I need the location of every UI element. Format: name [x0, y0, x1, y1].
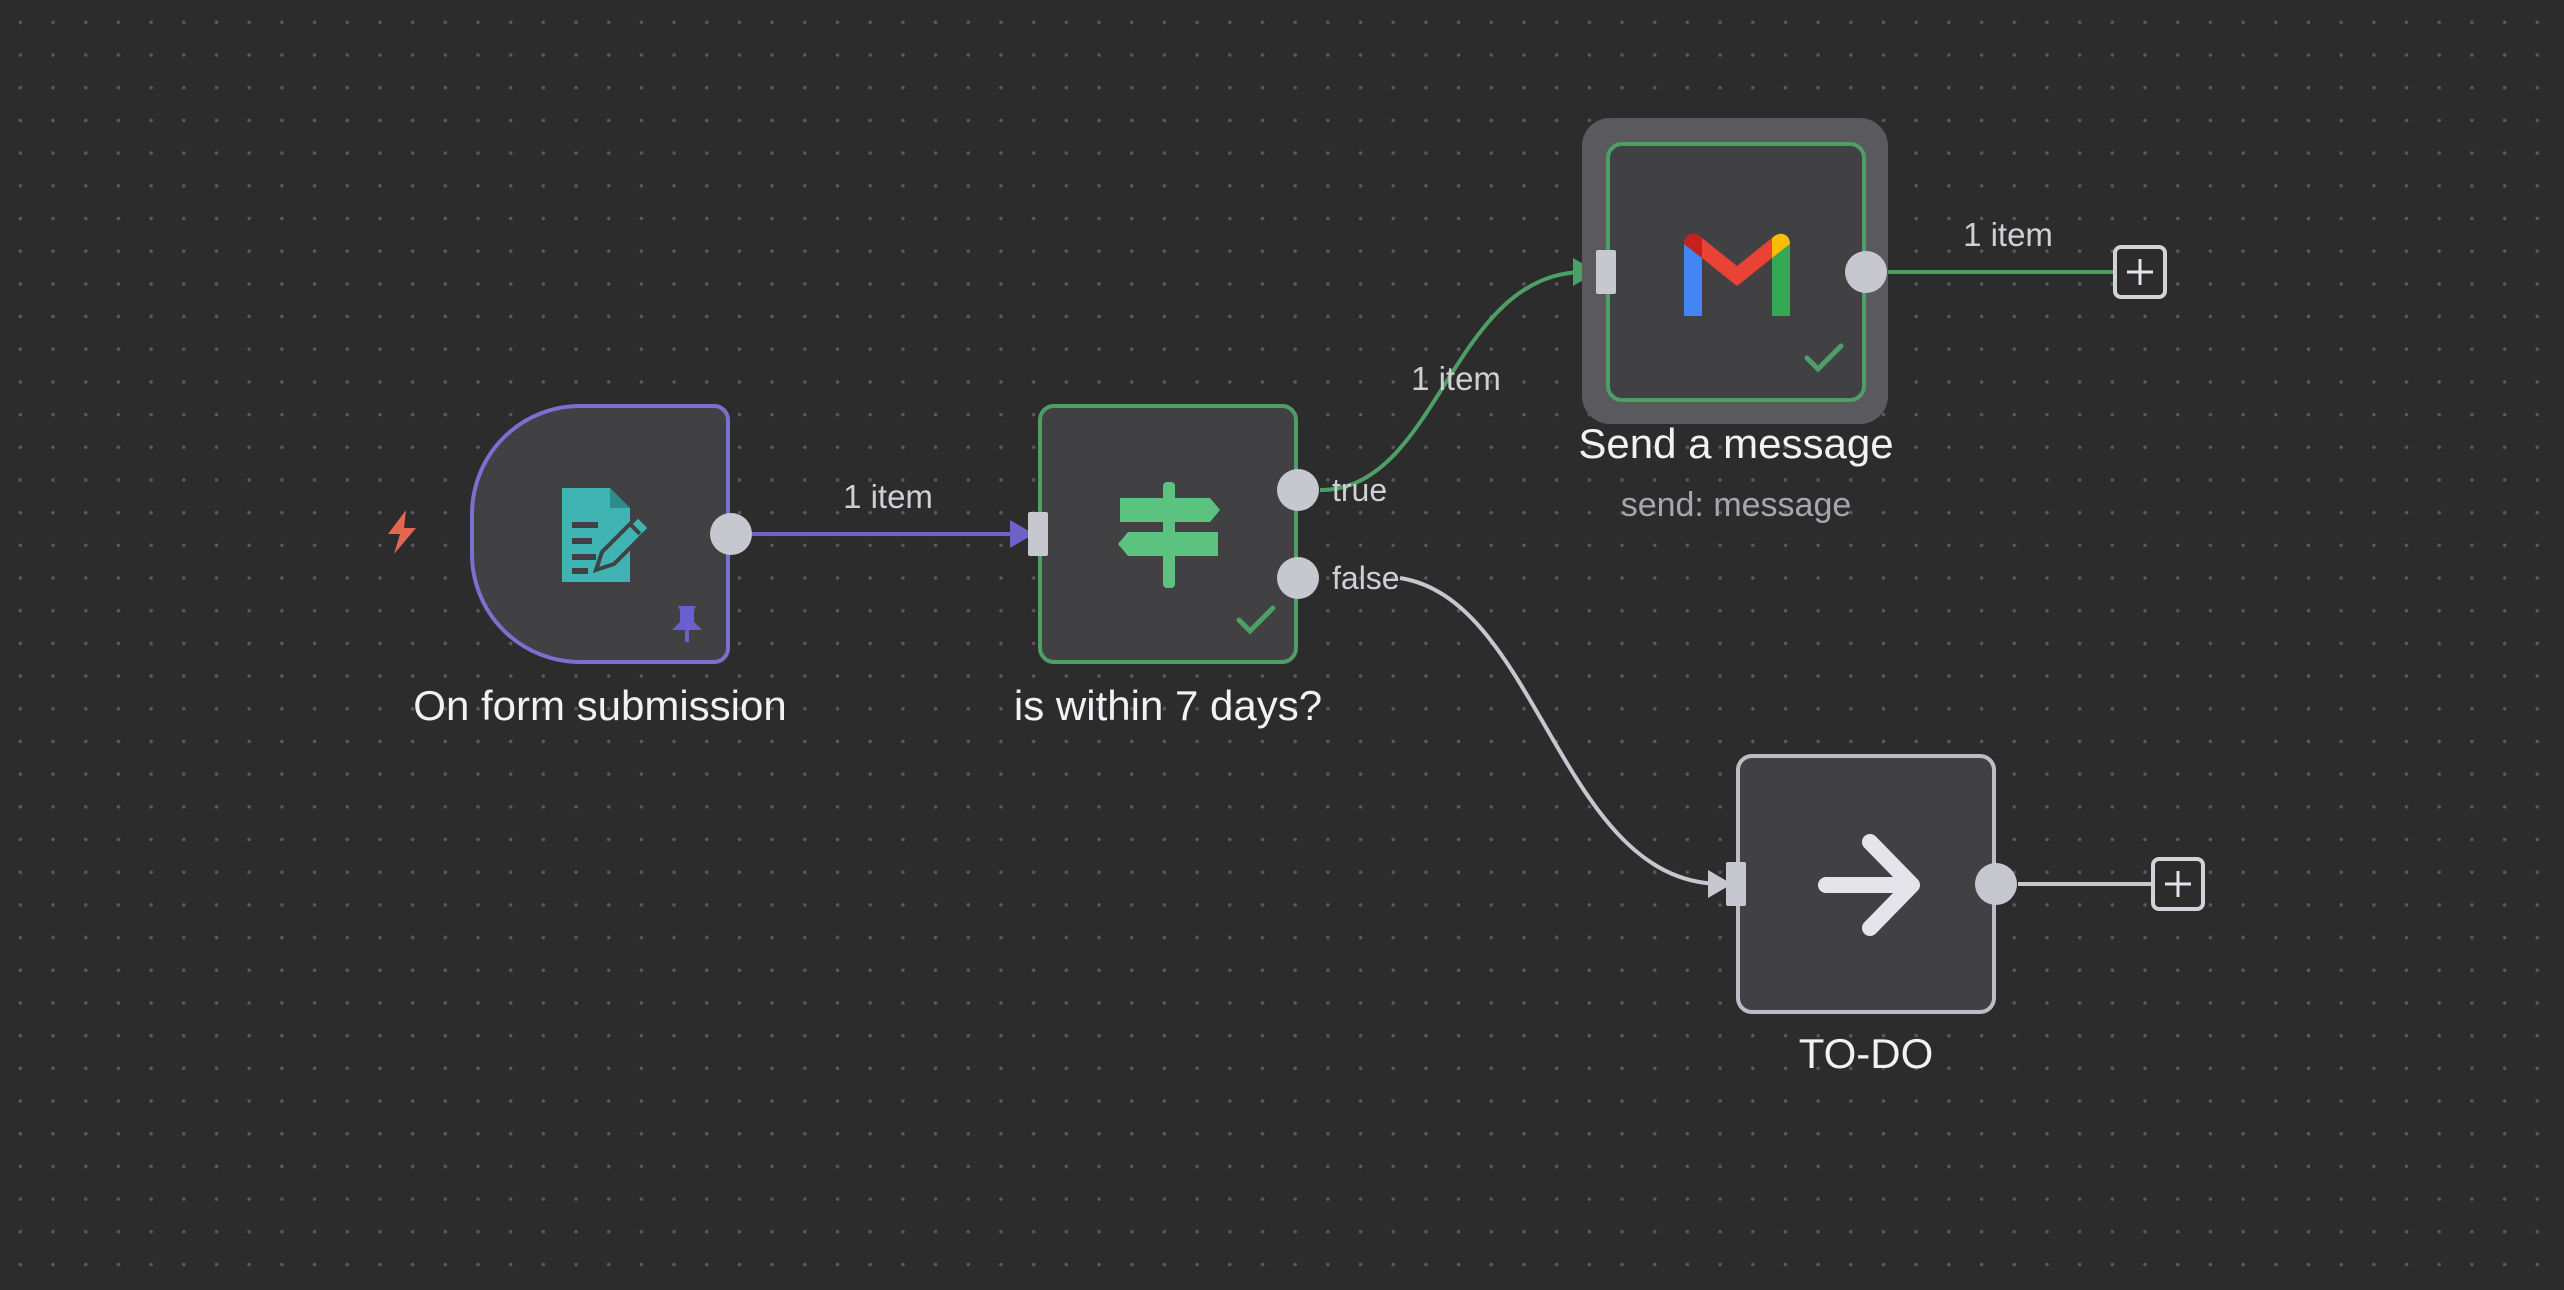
input-handle-gmail[interactable] [1596, 250, 1616, 294]
input-handle-if[interactable] [1028, 512, 1048, 556]
edge-label-form-to-if: 1 item [843, 478, 933, 515]
form-document-icon [562, 488, 652, 582]
lightning-icon [388, 510, 416, 554]
output-label-true: true [1332, 472, 1388, 508]
edge-true-to-gmail[interactable] [1319, 270, 1586, 492]
arrow-right-icon [1818, 834, 1920, 936]
output-handle-gmail[interactable] [1845, 251, 1887, 293]
node-label-if: is within 7 days? [1013, 682, 1323, 729]
output-handle-false[interactable] [1277, 557, 1319, 599]
edge-arrow-head [1010, 520, 1034, 548]
edge-label-true-to-gmail: 1 item [1411, 360, 1501, 397]
add-node-button[interactable] [2113, 245, 2167, 299]
node-label-todo: TO-DO [1798, 1030, 1934, 1077]
edge-label-gmail-out: 1 item [1963, 216, 2053, 253]
pin-icon[interactable] [670, 604, 704, 644]
success-check-icon [1236, 605, 1276, 635]
input-handle-todo[interactable] [1726, 862, 1746, 906]
edge-false-to-todo[interactable] [1399, 576, 1723, 886]
output-handle-form[interactable] [710, 513, 752, 555]
output-handle-true[interactable] [1277, 469, 1319, 511]
signpost-icon [1118, 482, 1220, 588]
node-todo[interactable] [1736, 754, 1996, 1014]
success-check-icon [1804, 343, 1844, 373]
gmail-icon [1684, 233, 1790, 316]
node-if[interactable] [1038, 404, 1298, 664]
output-label-false: false [1332, 560, 1400, 596]
node-form-trigger[interactable] [470, 404, 730, 664]
node-label-gmail: Send a message [1578, 420, 1894, 467]
edge-arrow-head [1708, 870, 1732, 898]
add-node-button[interactable] [2151, 857, 2205, 911]
node-sublabel-gmail: send: message [1620, 486, 1852, 524]
output-handle-todo[interactable] [1975, 863, 2017, 905]
node-label-form-trigger: On form submission [413, 682, 787, 729]
node-gmail[interactable] [1606, 142, 1866, 402]
